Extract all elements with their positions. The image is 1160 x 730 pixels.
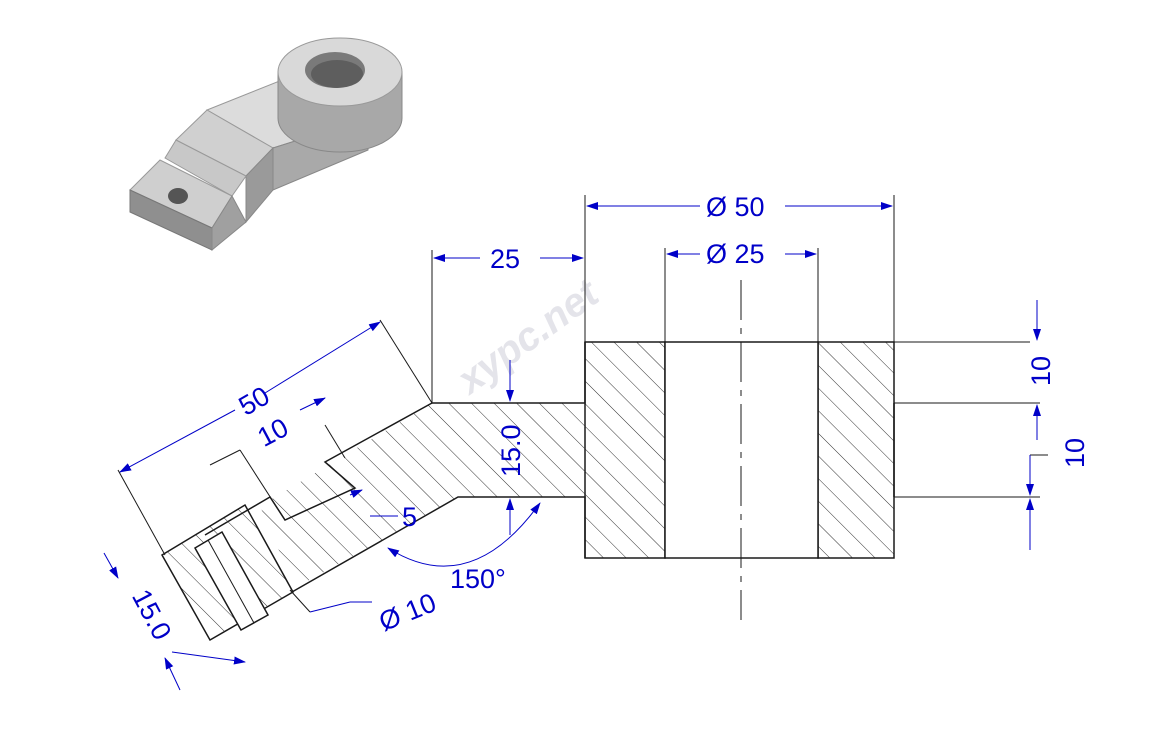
dim-diameter-50: Ø 50 — [706, 192, 765, 222]
boss-section — [584, 280, 1040, 620]
dim-offset-5: 5 — [402, 502, 417, 532]
dim-arm-length-50: 50 — [234, 381, 275, 422]
arm-section — [160, 342, 586, 642]
dim-angle-150: 150° — [450, 564, 506, 594]
dim-diameter-25: Ø 25 — [706, 239, 765, 269]
dim-right-10-bottom: 10 — [1060, 438, 1090, 468]
dim-hole-diameter-10: Ø 10 — [375, 587, 441, 637]
dim-width-25: 25 — [490, 244, 520, 274]
dim-right-10-top: 10 — [1026, 356, 1056, 386]
dimension-lines — [103, 195, 1048, 691]
dim-slot-10: 10 — [253, 412, 294, 453]
dim-height-15-left: 15.0 — [126, 584, 177, 644]
watermark-text: xypc.net — [448, 270, 608, 403]
dim-height-15-center: 15.0 — [496, 424, 526, 477]
rocker-arm-3d-model-icon — [129, 37, 403, 252]
